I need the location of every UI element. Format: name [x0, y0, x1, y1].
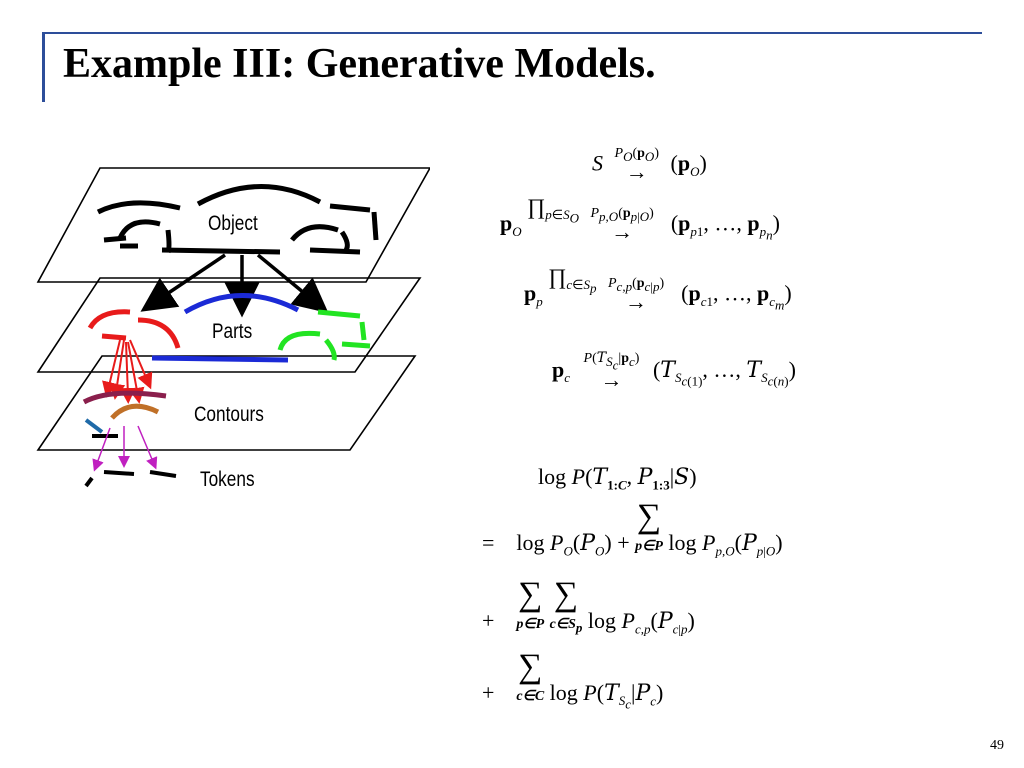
object-plane	[36, 167, 432, 283]
contour-orange	[110, 403, 160, 420]
rule-parts: pO ∏p∈SO Pp,O(pp|O)→ (pp1, …, ppn)	[500, 194, 780, 244]
page-number: 49	[990, 738, 1004, 753]
slide-title: Example III: Generative Models.	[63, 41, 656, 87]
parts-to-contours-arrows	[102, 339, 153, 404]
equation-line-4: + ∑c∈C log P(TSc|Pc)	[482, 648, 664, 712]
title-rule	[42, 32, 982, 34]
contour-purple	[82, 390, 167, 405]
layer-label-object: Object	[208, 212, 258, 235]
contours-to-tokens-arrows	[92, 425, 158, 472]
parts-green	[277, 309, 371, 361]
equation-line-1: log P(T1:C, P1:3|S)	[538, 464, 697, 493]
equation-line-3: + ∑p∈P ∑c∈Sp log Pc,p(Pc|p)	[482, 576, 695, 637]
equation-line-2: = log PO(PO) + ∑p∈P log Pp,O(Pp|O)	[482, 498, 783, 559]
object-to-parts-arrows	[140, 253, 329, 318]
layer-label-contours: Contours	[194, 403, 264, 426]
parts-blue	[151, 293, 300, 363]
token-strokes	[84, 470, 177, 488]
diagram-drawing	[36, 167, 432, 488]
layer-label-tokens: Tokens	[200, 468, 255, 491]
layer-label-parts: Parts	[212, 320, 253, 343]
rule-object: S PO(pO)→ (pO)	[592, 146, 707, 184]
contour-blue	[84, 418, 104, 434]
layer-diagram: Object Parts Contours Tokens	[30, 160, 432, 505]
rule-tokens: pc P(TSc|pc)→ (TSc(1), …, TSc(n))	[552, 350, 796, 393]
parts-red	[87, 309, 181, 349]
object-strokes	[96, 184, 379, 255]
rule-contours: pp ∏c∈Sp Pc,p(pc|p)→ (pc1, …, pcm)	[524, 264, 792, 314]
contours-plane	[36, 355, 417, 451]
title-accent-bar	[42, 32, 45, 102]
